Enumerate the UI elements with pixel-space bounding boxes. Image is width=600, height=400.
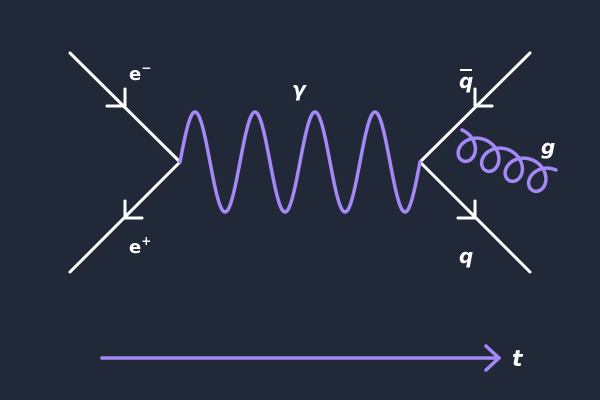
time-axis-label: t [512,347,524,372]
time-axis: t [100,344,524,372]
quark-label: q [459,244,473,268]
gluon-label: g [541,135,555,159]
quark-line [418,160,532,274]
photon-label: γ [292,77,307,101]
positron-label: e+ [129,234,151,258]
positron-line [68,160,182,274]
antiquark-line [418,51,532,164]
gluon-line [456,128,558,194]
antiquark-label: q [459,69,473,93]
time-arrowhead [484,344,501,372]
electron-label: e− [129,61,151,85]
photon-propagator [178,110,422,214]
electron-line [68,51,182,164]
svg-text:q: q [459,69,473,93]
